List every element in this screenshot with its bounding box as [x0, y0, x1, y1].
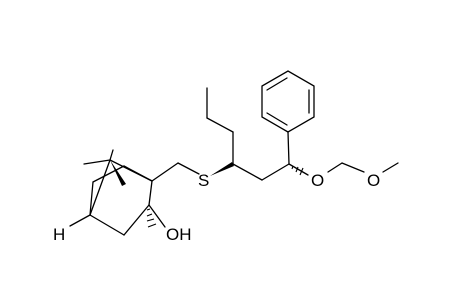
bond-c1prime-phenyl	[287, 131, 290, 165]
bond-c1-ch2	[151, 162, 179, 182]
bond-c7-c1	[109, 159, 153, 182]
sulfur-atom-label: S	[198, 171, 209, 190]
methoxymethyl-ether	[327, 162, 399, 173]
hash-bond-oxygen	[291, 165, 304, 176]
phenyl-double-3	[266, 112, 288, 126]
bicyclic-core	[69, 149, 166, 236]
bond-ch2-s	[177, 162, 200, 175]
methoxy-oxygen-label: O	[367, 171, 380, 190]
bond-o-ch2	[327, 162, 343, 173]
bond-ch2-o	[341, 162, 365, 173]
bond-c5-c6	[92, 165, 125, 183]
bond-c4-h	[69, 214, 91, 227]
bond-c3-c4	[89, 214, 125, 236]
propyl-chain	[206, 87, 234, 165]
bond-c4-c5	[89, 181, 94, 216]
bond-o-ch3	[382, 162, 399, 173]
bond-c1-c2	[148, 180, 153, 206]
bond-c7-methyl-b	[83, 159, 111, 165]
ether-oxygen-label: O	[311, 171, 324, 190]
phenyl-double-1	[266, 77, 288, 91]
main-chain	[232, 131, 309, 181]
bridgehead-hydrogen-label: H	[53, 225, 65, 244]
bond-c3-ch2	[232, 163, 263, 181]
wedge-bond-c7-methyl	[110, 160, 126, 186]
phenyl-ring	[261, 70, 315, 133]
bond-ch2-c1prime	[261, 163, 290, 181]
bond-c1prime-o	[288, 163, 309, 176]
hash-bond-ho	[146, 208, 157, 228]
thioether-linker	[151, 162, 234, 182]
wedge-bond-s-c3	[210, 162, 234, 176]
bond-propyl-1-2	[206, 117, 234, 133]
bond-c4-c7	[89, 159, 111, 216]
bond-c2-c3	[123, 204, 150, 236]
hydroxyl-label: OH	[166, 225, 192, 244]
phenyl-hexagon	[261, 70, 315, 133]
bond-c2-oh	[148, 204, 166, 228]
bond-c7-methyl-a	[109, 149, 114, 161]
